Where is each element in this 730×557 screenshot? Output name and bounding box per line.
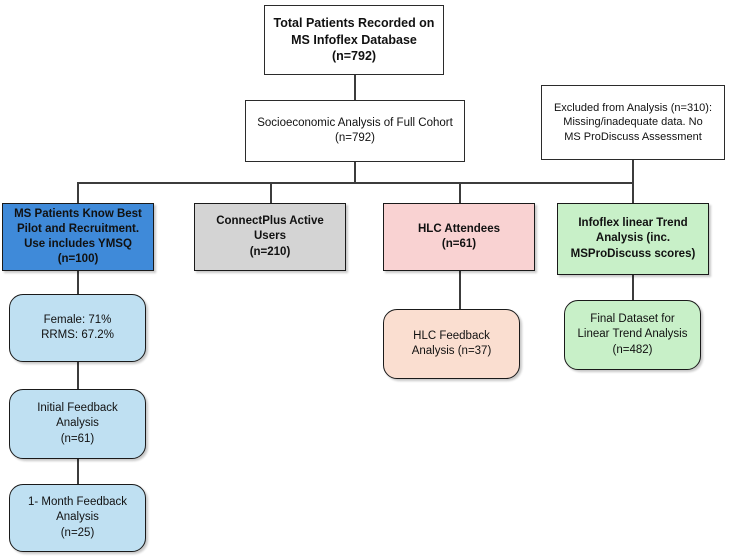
connector-excluded-down <box>632 160 634 183</box>
node-demographics: Female: 71% RRMS: 67.2% <box>9 294 146 362</box>
node-connectplus-active-users: ConnectPlus Active Users (n=210) <box>194 203 346 271</box>
connector-mspkb-to-demographics <box>77 271 79 294</box>
connector-hlc-to-feedback <box>459 271 461 309</box>
connector-bar-to-mspkb <box>77 182 79 203</box>
connector-distribution-bar <box>77 182 634 184</box>
node-infoflex-linear-trend: Infoflex linear Trend Analysis (inc. MSP… <box>557 203 709 275</box>
connector-initial-to-one-month <box>77 459 79 484</box>
connector-infoflex-to-final <box>632 275 634 300</box>
connector-bar-to-infoflex <box>632 182 634 203</box>
node-ms-patients-know-best: MS Patients Know Best Pilot and Recruitm… <box>2 203 154 271</box>
node-hlc-attendees: HLC Attendees (n=61) <box>383 203 535 271</box>
connector-bar-to-hlc <box>459 182 461 203</box>
node-one-month-feedback-analysis: 1- Month Feedback Analysis (n=25) <box>9 484 146 552</box>
node-socioeconomic-analysis: Socioeconomic Analysis of Full Cohort (n… <box>245 100 465 162</box>
connector-socioeconomic-down <box>354 162 356 183</box>
node-initial-feedback-analysis: Initial Feedback Analysis (n=61) <box>9 389 146 459</box>
connector-bar-to-connectplus <box>270 182 272 203</box>
node-total-patients: Total Patients Recorded on MS Infoflex D… <box>264 5 444 75</box>
node-final-dataset: Final Dataset for Linear Trend Analysis … <box>564 300 701 370</box>
node-hlc-feedback-analysis: HLC Feedback Analysis (n=37) <box>383 309 520 379</box>
node-excluded-from-analysis: Excluded from Analysis (n=310): Missing/… <box>541 85 725 160</box>
connector-demographics-to-initial <box>77 362 79 389</box>
connector-total-to-socioeconomic <box>354 75 356 100</box>
